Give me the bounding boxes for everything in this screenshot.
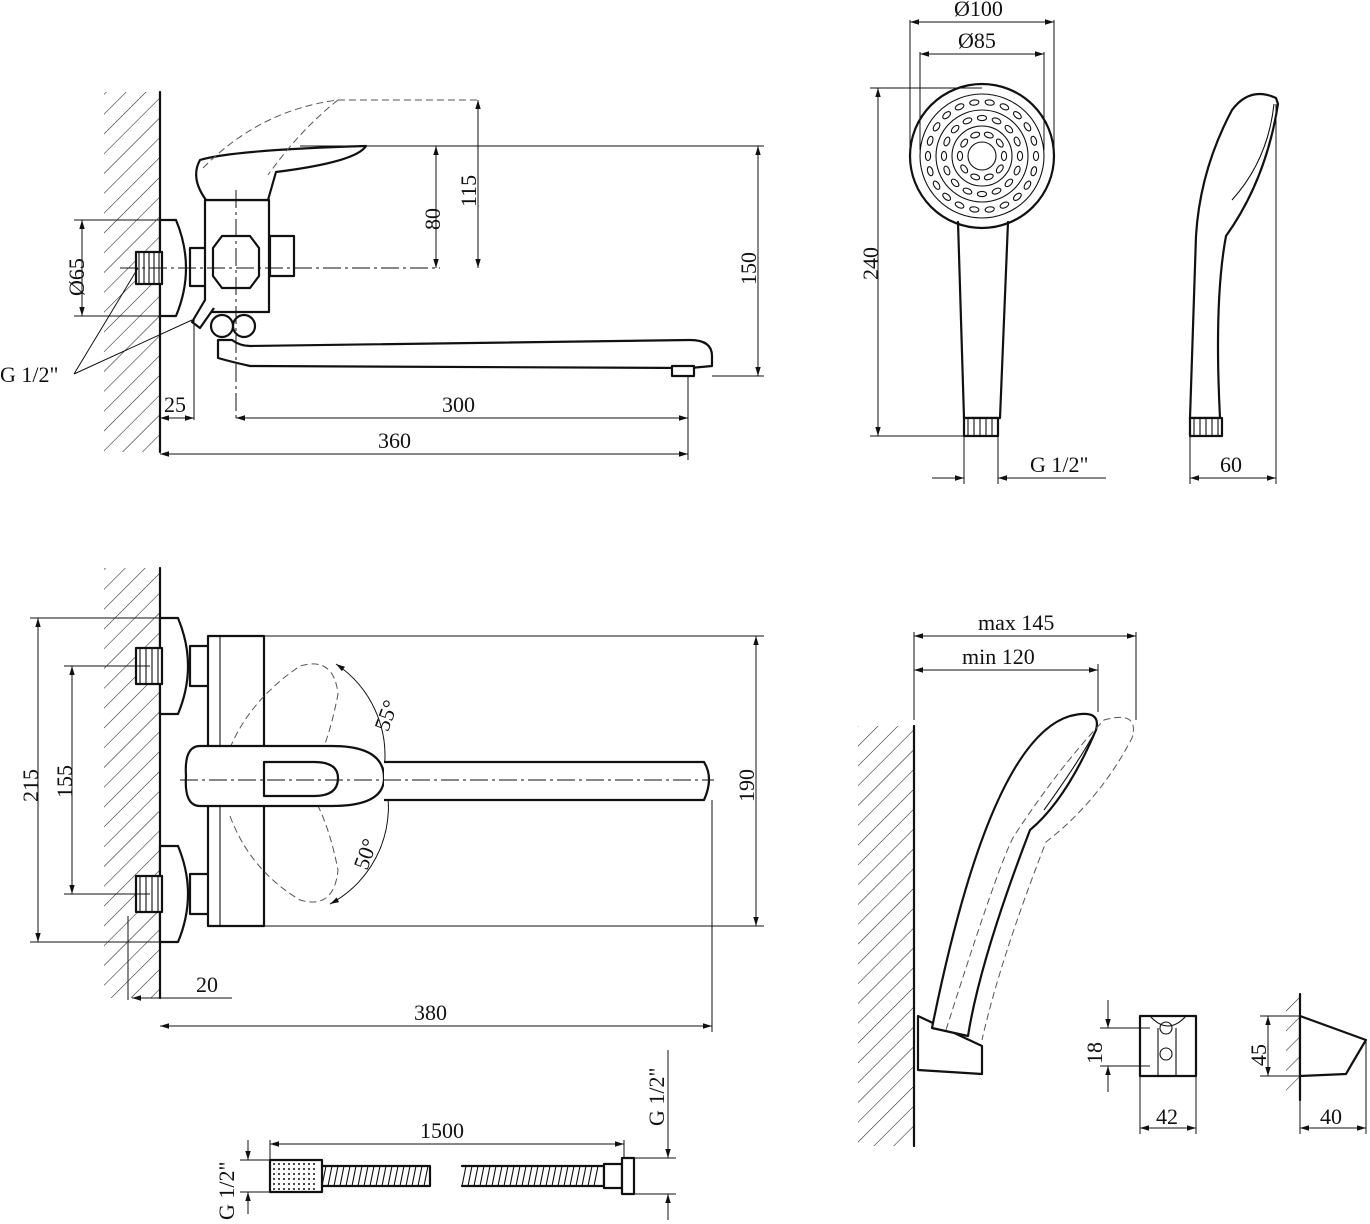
dim-360: 360 bbox=[378, 428, 411, 453]
shower-min-position bbox=[930, 712, 1099, 1038]
dim-g12-hose-right: G 1/2" bbox=[644, 1068, 669, 1126]
dim-g12-top: G 1/2" bbox=[0, 362, 58, 387]
dim-20: 20 bbox=[196, 972, 218, 997]
shower-head-side bbox=[1188, 92, 1280, 420]
plan-lever bbox=[184, 744, 386, 808]
wall-hatch-3 bbox=[858, 726, 914, 1146]
dim-190: 190 bbox=[734, 769, 759, 802]
spout bbox=[216, 338, 714, 370]
shower-holder-view: max 145 min 120 bbox=[858, 610, 1137, 1148]
hose-nut-right bbox=[620, 1156, 636, 1196]
dim-50-deg: 50° bbox=[348, 835, 382, 873]
holder-bracket bbox=[916, 1014, 984, 1076]
dim-25: 25 bbox=[164, 392, 186, 417]
plan-spout bbox=[384, 760, 711, 802]
hose-nut-left bbox=[268, 1158, 324, 1194]
knurl-pattern bbox=[273, 1163, 315, 1190]
faucet-side-view: Ø65 80 115 150 G 1/2" 25 300 360 bbox=[0, 90, 764, 460]
dim-155: 155 bbox=[52, 765, 77, 798]
dim-42: 42 bbox=[1156, 1104, 1178, 1129]
dim-18: 18 bbox=[1082, 1042, 1107, 1064]
dim-240: 240 bbox=[858, 247, 883, 280]
dim-max145: max 145 bbox=[978, 610, 1054, 635]
dim-300: 300 bbox=[442, 392, 475, 417]
dim-40: 40 bbox=[1320, 1104, 1342, 1129]
dim-60: 60 bbox=[1220, 452, 1242, 477]
dim-150: 150 bbox=[736, 252, 761, 285]
shower-max-position bbox=[945, 716, 1134, 1041]
faucet-plan-view: 215 155 190 55° 50° 20 380 bbox=[18, 566, 764, 1032]
shower-head-front bbox=[908, 82, 1056, 230]
nozzle-pattern bbox=[924, 99, 1040, 213]
shower-head-views: Ø100 Ø85 240 G 1/2" 60 bbox=[858, 0, 1280, 484]
dim-g12-head: G 1/2" bbox=[1030, 452, 1088, 477]
bracket-front bbox=[1138, 1014, 1198, 1078]
dim-115: 115 bbox=[456, 175, 481, 207]
dim-80: 80 bbox=[420, 208, 445, 230]
dim-1500: 1500 bbox=[420, 1118, 464, 1143]
dim-d100: Ø100 bbox=[954, 0, 1003, 21]
bracket-side bbox=[1298, 1014, 1368, 1078]
dim-d65: Ø65 bbox=[64, 258, 89, 296]
lever bbox=[195, 144, 368, 202]
dim-g12-hose-left: G 1/2" bbox=[214, 1162, 239, 1220]
dim-215: 215 bbox=[18, 769, 43, 802]
dim-min120: min 120 bbox=[962, 644, 1035, 669]
hose-ribs bbox=[321, 1165, 599, 1187]
bracket-views: 18 42 45 40 bbox=[1082, 992, 1368, 1134]
hose-view: 1500 G 1/2" G 1/2" bbox=[214, 1050, 676, 1220]
wall-hatch-2 bbox=[104, 568, 160, 998]
dim-55-deg: 55° bbox=[369, 697, 403, 735]
dim-45: 45 bbox=[1246, 1044, 1271, 1066]
dim-380: 380 bbox=[414, 1000, 447, 1025]
dim-d85: Ø85 bbox=[958, 28, 996, 53]
handle-front bbox=[956, 220, 1010, 420]
